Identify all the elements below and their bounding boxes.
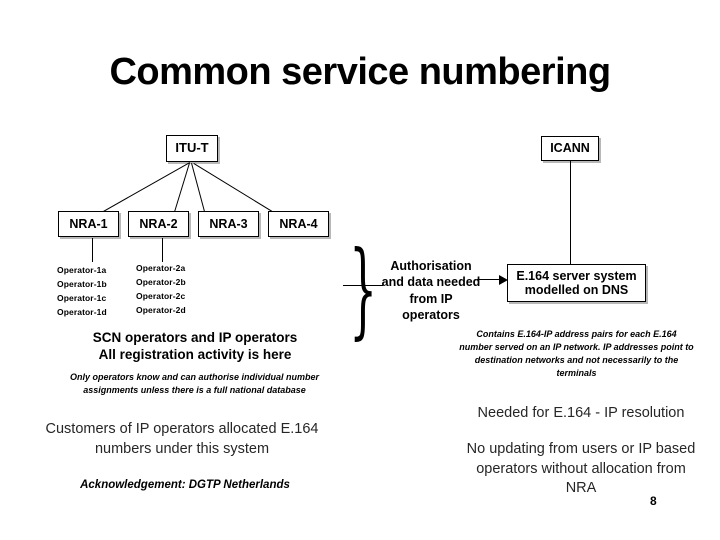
nra-3-box: NRA-3 [198,211,259,237]
e164-note: Contains E.164-IP address pairs for each… [459,329,694,379]
stem-nra-1-to-operators [92,238,94,262]
operator-1c: Operator-1c [57,293,107,303]
operator-2d: Operator-2d [136,305,186,315]
page-title: Common service numbering [109,51,611,93]
nra-1-box: NRA-1 [58,211,119,237]
itu-t-box: ITU-T [166,135,218,162]
operator-1d: Operator-1d [57,307,107,317]
nra-2-box: NRA-2 [128,211,189,237]
customers-note: Customers of IP operators allocated E.16… [45,421,319,457]
stem-nra-2-to-operators [162,238,164,262]
arrow-head-to-e164 [499,275,508,285]
e164-server-box: E.164 server system modelled on DNS [507,264,646,302]
acknowledgement: Acknowledgement: DGTP Netherlands [80,479,290,491]
grouping-brace: } [349,228,377,350]
needed-for-note: Needed for E.164 - IP resolution [477,405,685,421]
icann-box: ICANN [541,136,599,161]
operator-column-1: Operator-1a Operator-1b Operator-1c Oper… [57,263,107,319]
page-number: 8 [650,494,657,508]
scn-heading-line-1: SCN operators and IP operators [92,330,298,345]
operator-1a: Operator-1a [57,265,107,275]
operator-1b: Operator-1b [57,279,107,289]
no-updating-note: No updating from users or IP based opera… [466,441,696,497]
scn-heading-line-2: All registration activity is here [98,346,292,362]
brace-to-authorisation-line [343,285,383,287]
nra-4-box: NRA-4 [268,211,329,237]
connector-icann-to-e164 [570,161,572,265]
operator-2c: Operator-2c [136,291,186,301]
operator-2a: Operator-2a [136,263,186,273]
scn-note: Only operators know and can authorise in… [69,372,320,396]
arrow-shaft-to-e164 [477,279,501,281]
scn-heading: SCN operators and IP operators All regis… [55,330,335,364]
authorisation-label: Authorisation and data needed from IP op… [381,259,481,322]
operator-2b: Operator-2b [136,277,186,287]
operator-column-2: Operator-2a Operator-2b Operator-2c Oper… [136,261,186,317]
